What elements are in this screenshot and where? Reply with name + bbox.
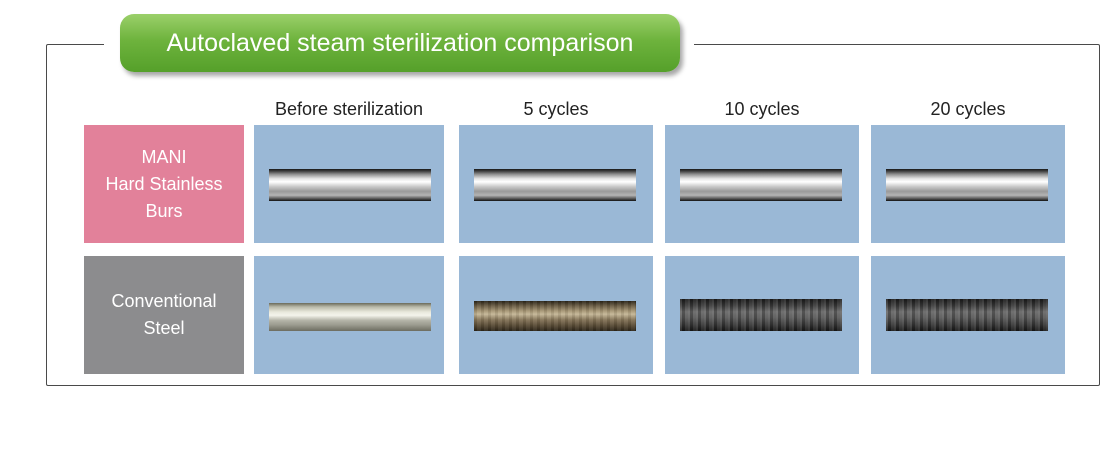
row-label-line: Burs [145,200,183,221]
cell-mani-5-cycles [459,125,653,243]
cell-mani-10-cycles [665,125,859,243]
bur-image [886,299,1048,331]
row-label-line: MANI [141,146,187,167]
cell-conventional-10-cycles [665,256,859,374]
column-header-5-cycles: 5 cycles [523,99,589,119]
bur-image [886,169,1048,201]
column-header-before: Before sterilization [274,99,424,119]
row-label-line: Hard Stainless [105,173,223,194]
cell-mani-before [254,125,444,243]
row-label-conventional: Conventional Steel [84,256,244,374]
row-label-line: Steel [143,318,185,338]
cell-mani-20-cycles [871,125,1065,243]
column-header-20-cycles: 20 cycles [930,99,1006,119]
row-label-line: Conventional [111,291,217,311]
bur-image [680,169,842,201]
cell-conventional-before [254,256,444,374]
comparison-title: Autoclaved steam sterilization compariso… [120,14,680,72]
bur-image [269,169,431,201]
bur-image [474,169,636,201]
cell-conventional-20-cycles [871,256,1065,374]
cell-conventional-5-cycles [459,256,653,374]
column-header-10-cycles: 10 cycles [724,99,800,119]
bur-image [269,303,431,331]
bur-image [680,299,842,331]
row-label-mani: MANI Hard Stainless Burs [84,125,244,243]
bur-image [474,301,636,331]
